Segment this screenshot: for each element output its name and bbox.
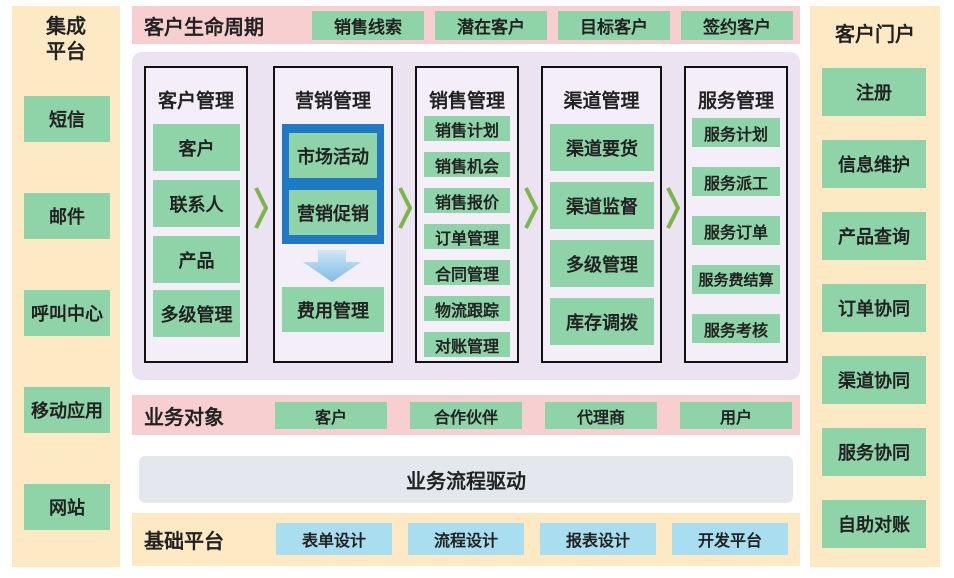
sales-item-logistics[interactable]: 物流跟踪 (424, 296, 510, 321)
foundation-item-report-design[interactable]: 报表设计 (540, 523, 656, 555)
channel-item-multilevel[interactable]: 多级管理 (550, 240, 654, 287)
marketing-item-promotion[interactable]: 营销促销 (289, 190, 377, 235)
module-sales-mgmt-title: 销售管理 (428, 90, 505, 112)
module-channel-mgmt-title: 渠道管理 (563, 90, 640, 112)
portal-item-register[interactable]: 注册 (822, 68, 926, 116)
left-item-sms[interactable]: 短信 (24, 96, 110, 142)
module-service-mgmt: 服务管理 (684, 66, 788, 363)
sales-item-reconcile[interactable]: 对账管理 (424, 332, 510, 357)
sales-item-opportunity[interactable]: 销售机会 (424, 152, 510, 177)
flow-arrow-4-icon (666, 187, 680, 229)
lifecycle-stage-target[interactable]: 目标客户 (558, 11, 670, 40)
business-objects-label: 业务对象 (144, 404, 224, 429)
foundation-label: 基础平台 (144, 529, 224, 553)
customer-mgmt-item-customer[interactable]: 客户 (153, 124, 240, 171)
sales-item-contract[interactable]: 合同管理 (424, 260, 510, 285)
service-item-plan[interactable]: 服务计划 (692, 118, 780, 147)
lifecycle-stage-signed[interactable]: 签约客户 (681, 11, 793, 40)
customer-mgmt-item-multilevel[interactable]: 多级管理 (153, 290, 240, 337)
business-object-customer[interactable]: 客户 (275, 402, 387, 429)
integration-platform-title: 集成 平台 (46, 14, 86, 63)
portal-item-order-collab[interactable]: 订单协同 (822, 284, 926, 332)
channel-item-supervise[interactable]: 渠道监督 (550, 182, 654, 229)
process-driven-band: 业务流程驱动 (139, 456, 793, 503)
customer-mgmt-item-contact[interactable]: 联系人 (153, 180, 240, 227)
foundation-item-form-design[interactable]: 表单设计 (276, 523, 392, 555)
service-item-assessment[interactable]: 服务考核 (692, 314, 780, 343)
service-item-fee-settlement[interactable]: 服务费结算 (692, 265, 780, 294)
lifecycle-stage-prospect[interactable]: 潜在客户 (435, 11, 547, 40)
customer-portal-title: 客户门户 (835, 21, 915, 46)
portal-item-self-reconcile[interactable]: 自助对账 (822, 500, 926, 548)
module-marketing-mgmt-title: 营销管理 (294, 90, 371, 112)
integration-platform-panel (12, 6, 120, 567)
marketing-item-campaign[interactable]: 市场活动 (289, 133, 377, 178)
sales-item-quote[interactable]: 销售报价 (424, 188, 510, 213)
lifecycle-label: 客户生命周期 (144, 14, 264, 39)
flow-arrow-2-icon (398, 187, 412, 229)
flow-arrow-1-icon (254, 187, 268, 229)
business-object-agent[interactable]: 代理商 (545, 402, 657, 429)
channel-item-request[interactable]: 渠道要货 (550, 124, 654, 171)
left-item-website[interactable]: 网站 (24, 484, 110, 530)
module-customer-mgmt-title: 客户管理 (157, 90, 234, 112)
service-item-order[interactable]: 服务订单 (692, 216, 780, 245)
portal-item-channel-collab[interactable]: 渠道协同 (822, 356, 926, 404)
left-item-mobile-app[interactable]: 移动应用 (24, 387, 110, 433)
marketing-item-expense[interactable]: 费用管理 (282, 287, 384, 332)
left-item-email[interactable]: 邮件 (24, 193, 110, 239)
foundation-item-dev-platform[interactable]: 开发平台 (672, 523, 788, 555)
foundation-item-process-design[interactable]: 流程设计 (408, 523, 524, 555)
business-object-user[interactable]: 用户 (680, 402, 792, 429)
channel-item-stock-transfer[interactable]: 库存调拨 (550, 298, 654, 345)
business-object-partner[interactable]: 合作伙伴 (410, 402, 522, 429)
sales-item-plan[interactable]: 销售计划 (424, 116, 510, 141)
left-item-call-center[interactable]: 呼叫中心 (24, 290, 110, 336)
flow-arrow-3-icon (524, 187, 538, 229)
module-service-mgmt-title: 服务管理 (697, 90, 774, 112)
down-arrow-icon (303, 250, 361, 282)
sales-item-order[interactable]: 订单管理 (424, 224, 510, 249)
portal-item-product-query[interactable]: 产品查询 (822, 212, 926, 260)
service-item-dispatch[interactable]: 服务派工 (692, 167, 780, 196)
lifecycle-stage-lead[interactable]: 销售线索 (312, 11, 424, 40)
customer-mgmt-item-product[interactable]: 产品 (153, 236, 240, 283)
portal-item-info-maintenance[interactable]: 信息维护 (822, 140, 926, 188)
portal-item-service-collab[interactable]: 服务协同 (822, 428, 926, 476)
